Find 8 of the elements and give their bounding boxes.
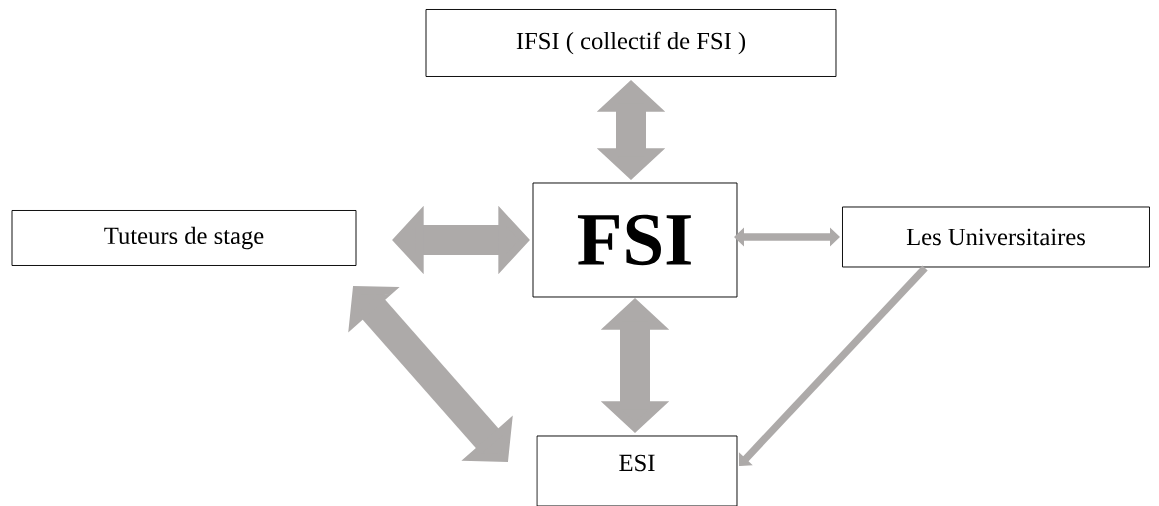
arrow [734,227,840,247]
arrow [738,265,928,466]
process-box: FSI [532,182,738,298]
process-box: ESI [536,435,738,506]
process-box: Tuteurs de stage [11,210,357,266]
process-box: IFSI ( collectif de FSI ) [425,9,837,77]
arrow [348,286,513,462]
process-box: Les Universitaires [842,206,1150,268]
